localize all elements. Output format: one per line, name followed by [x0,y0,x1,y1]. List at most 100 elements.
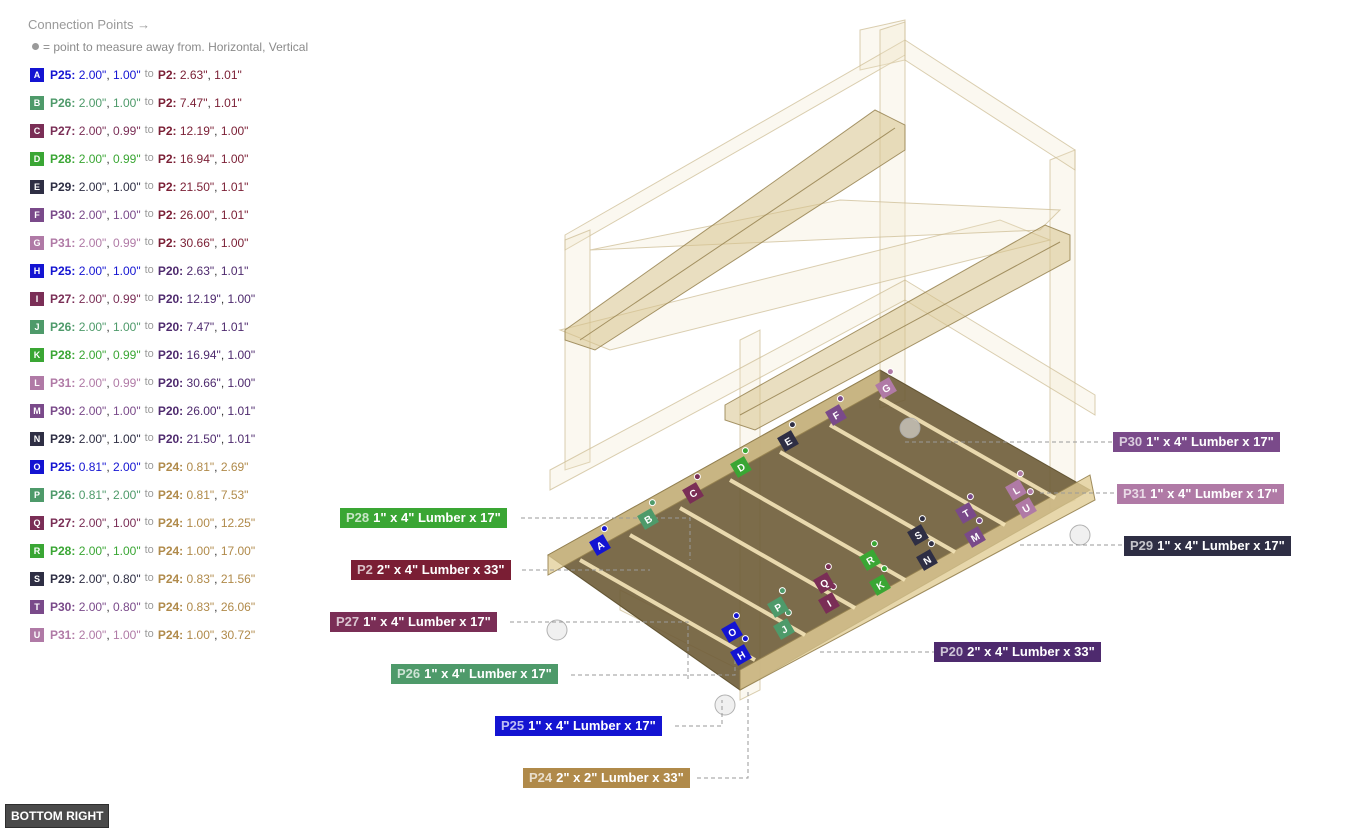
measure-point-icon [836,395,844,403]
connection-letter: I [30,292,44,306]
to-vertical: 1.01" [227,404,256,418]
from-vertical: 0.99" [113,292,141,306]
part-id: P31 [1123,486,1147,501]
from-vertical: 1.00" [113,180,141,194]
measure-point-icon [880,565,888,573]
measure-point-icon [600,525,608,533]
from-part: P27: [50,516,76,530]
view-orientation-badge[interactable]: BOTTOM RIGHT [5,804,110,828]
to-word: to [144,460,154,472]
from-horizontal: 2.00" [78,124,107,138]
from-part: P29: [50,432,76,446]
part-id: P27 [336,614,360,629]
marker-t: T [955,493,977,524]
connection-letter: K [30,348,44,362]
from-part: P31: [50,628,76,642]
to-part: P24: [157,544,184,558]
to-vertical: 2.69" [220,460,249,474]
to-vertical: 1.01" [227,432,256,446]
marker-box [916,549,938,571]
marker-b: B [637,499,659,530]
marker-o: O [721,612,743,643]
measure-point-icon [927,540,935,548]
connection-letter: E [30,180,44,194]
marker-letter: U [1021,503,1033,516]
from-vertical: 1.00" [113,264,141,278]
to-part: P20: [157,348,184,362]
from-vertical: 2.00" [113,488,141,502]
to-vertical: 1.00" [220,152,249,166]
marker-box [825,404,847,426]
to-word: to [144,348,154,360]
from-part: P25: [50,460,76,474]
part-id: P20 [940,644,964,659]
from-part: P25: [50,68,76,82]
connection-letter: S [30,572,44,586]
from-part: P26: [50,96,76,110]
marker-r: R [859,540,881,571]
from-horizontal: 2.00" [78,376,107,390]
to-horizontal: 30.66" [179,236,215,250]
from-part: P31: [50,376,76,390]
note-text: = point to measure away from. Horizontal… [43,40,309,54]
to-word: to [144,628,154,640]
to-horizontal: 1.00" [186,628,215,642]
connection-letter: T [30,600,44,614]
to-horizontal: 16.94" [186,348,221,362]
to-word: to [144,432,154,444]
from-part: P25: [50,264,76,278]
marker-box [637,508,659,530]
to-part: P20: [157,376,184,390]
to-horizontal: 7.47" [179,96,208,110]
to-vertical: 21.56" [220,572,256,586]
marker-letter: D [736,462,748,475]
from-horizontal: 2.00" [78,628,107,642]
measure-point-icon [1016,470,1024,478]
from-horizontal: 2.00" [78,96,107,110]
to-horizontal: 16.94" [179,152,215,166]
from-horizontal: 2.00" [78,404,107,418]
from-horizontal: 2.00" [78,572,107,586]
to-horizontal: 1.00" [186,544,215,558]
to-vertical: 1.01" [220,320,249,334]
to-part: P2: [157,96,177,110]
measure-point-icon [788,421,796,429]
from-vertical: 0.99" [113,376,141,390]
marker-d: D [730,447,752,478]
to-horizontal: 7.47" [186,320,215,334]
marker-box [721,621,743,643]
